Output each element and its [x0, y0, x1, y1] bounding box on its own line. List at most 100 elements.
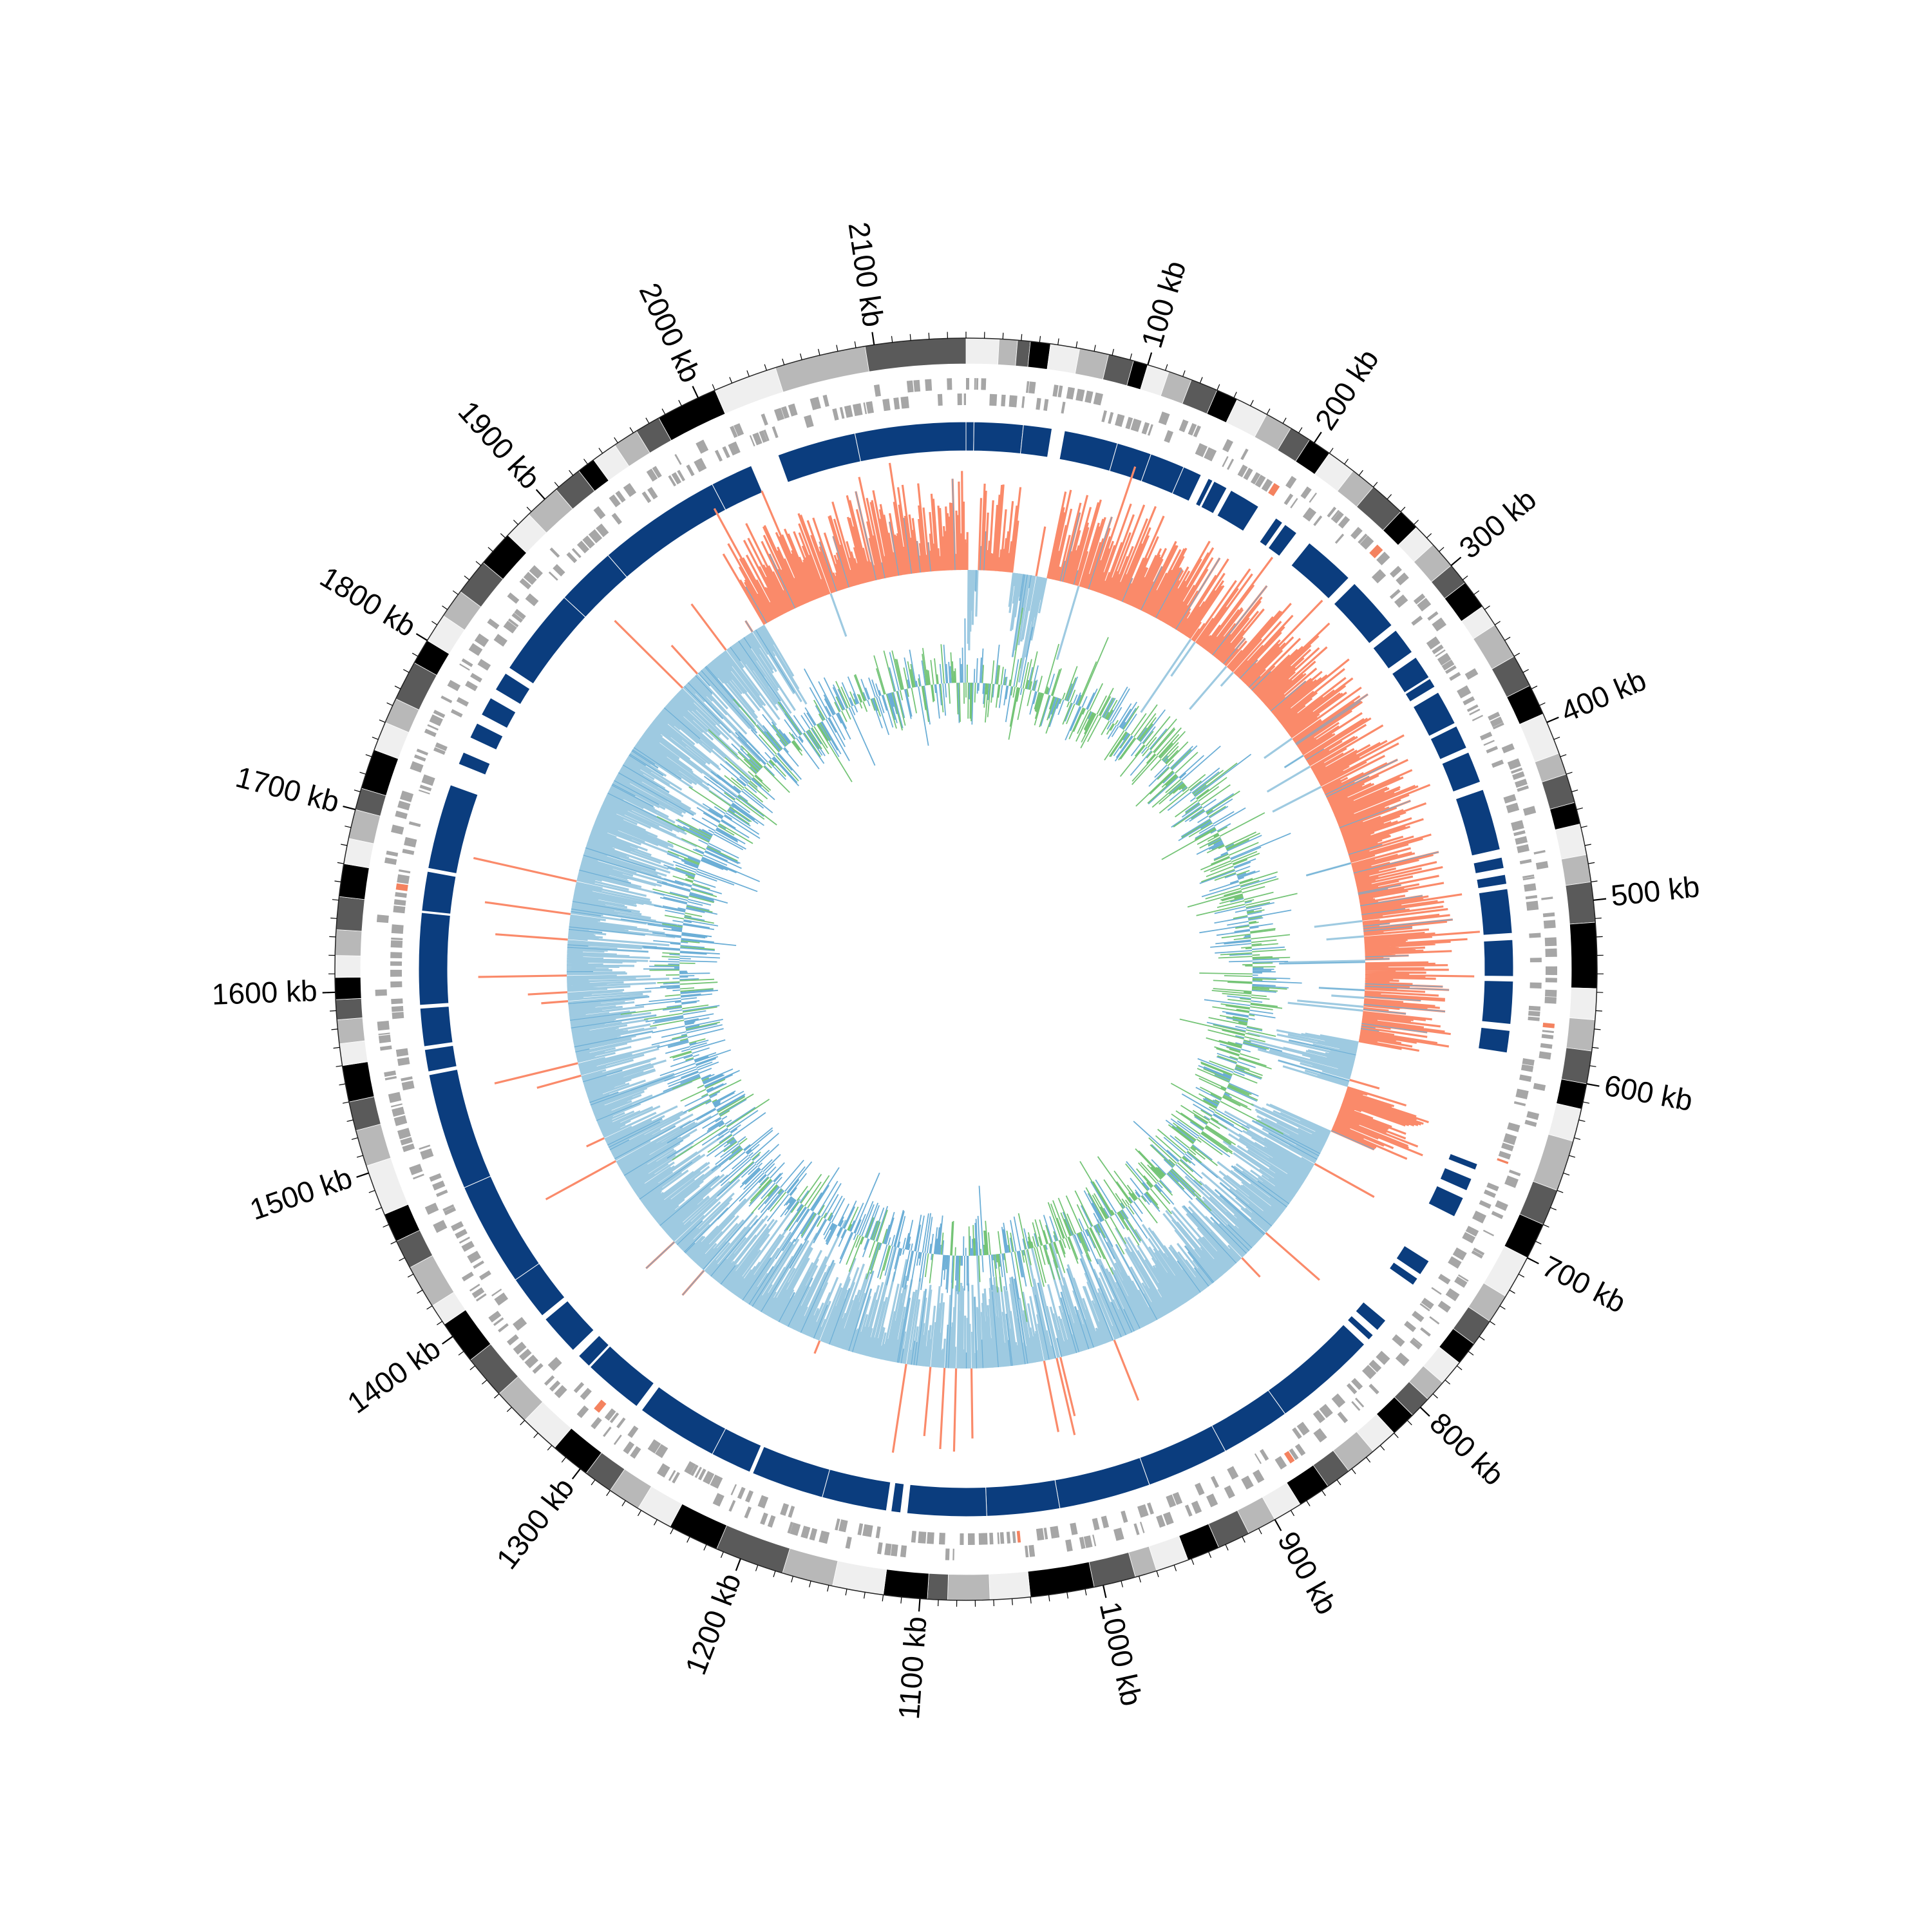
axis-tick-label: 600 kb: [1602, 1068, 1695, 1117]
gene-feature: [391, 998, 403, 1005]
major-tick: [735, 1558, 741, 1571]
gene-feature: [399, 790, 414, 802]
gene-feature: [391, 937, 403, 940]
gene-feature: [1488, 712, 1501, 721]
synteny-block: [1478, 888, 1513, 936]
gene-feature: [891, 1544, 898, 1557]
gene-feature: [395, 892, 407, 898]
gene-feature: [773, 408, 784, 421]
gene-feature: [1070, 1522, 1078, 1535]
gene-feature: [819, 1530, 830, 1544]
gene-feature: [1479, 1200, 1492, 1209]
gene-feature: [393, 899, 406, 906]
gene-feature: [487, 618, 500, 630]
gene-feature: [1530, 982, 1542, 989]
gene-feature: [427, 724, 439, 731]
gene-feature: [549, 547, 560, 558]
synteny-block: [1396, 1245, 1430, 1275]
gene-feature: [461, 1271, 474, 1282]
contig-segment: [334, 929, 363, 956]
synteny-block: [1217, 489, 1260, 532]
gene-feature: [913, 379, 921, 392]
gene-feature: [524, 1354, 539, 1368]
gene-feature: [1283, 493, 1294, 506]
gene-feature: [1222, 439, 1233, 453]
contig-segment: [339, 1040, 368, 1066]
gene-feature: [862, 1524, 873, 1537]
gene-feature: [419, 1144, 431, 1150]
synteny-block: [1388, 1262, 1418, 1286]
gene-feature: [737, 1486, 746, 1499]
gene-feature: [1079, 1537, 1086, 1549]
contig-segment: [355, 1123, 392, 1167]
gene-feature: [696, 439, 709, 454]
gene-feature: [1025, 381, 1030, 393]
synteny-block: [1473, 857, 1504, 875]
gene-feature: [1524, 1119, 1537, 1127]
gene-feature: [978, 1533, 988, 1545]
gene-feature: [1545, 948, 1557, 958]
gene-feature: [390, 969, 402, 977]
gene-feature: [1517, 785, 1529, 792]
gene-feature: [435, 742, 448, 752]
gene-feature: [1421, 1298, 1434, 1310]
gene-feature: [616, 1417, 626, 1428]
gene-feature: [730, 426, 738, 438]
gene-feature: [1486, 1182, 1499, 1191]
gene-feature: [677, 469, 686, 482]
gene-feature: [1028, 1544, 1036, 1557]
contig-segment: [965, 337, 999, 365]
gene-feature: [1541, 896, 1553, 900]
contig-segment: [775, 346, 870, 393]
gene-feature: [1025, 1545, 1029, 1558]
gene-feature: [456, 697, 469, 707]
gene-feature: [1465, 1226, 1479, 1237]
gene-feature: [1462, 1232, 1476, 1244]
gene-feature: [1529, 933, 1541, 938]
gene-feature: [1463, 696, 1475, 706]
gene-feature: [419, 784, 432, 791]
gene-feature: [1413, 593, 1426, 605]
gene-feature: [1429, 1316, 1440, 1325]
gene-feature: [498, 1323, 509, 1332]
gene-feature: [684, 1461, 696, 1475]
gene-feature: [1495, 1200, 1508, 1211]
gene-feature: [1139, 1521, 1145, 1533]
major-tick: [442, 1336, 453, 1345]
gene-feature: [447, 679, 461, 692]
gene-feature: [759, 430, 768, 443]
gene-feature: [1520, 1064, 1534, 1072]
gene-feature: [424, 728, 437, 737]
contig-segment: [334, 955, 361, 978]
gene-feature: [433, 710, 446, 718]
gene-feature: [623, 1441, 635, 1454]
gene-feature: [553, 564, 565, 577]
gene-feature: [694, 1466, 703, 1479]
synteny-block: [1441, 752, 1481, 793]
gene-feature: [744, 1506, 752, 1519]
gene-feature: [1539, 1051, 1551, 1060]
gene-feature: [1331, 1393, 1346, 1408]
gene-feature: [882, 399, 891, 412]
synteny-block: [1412, 692, 1455, 737]
gene-feature: [722, 446, 730, 459]
gene-feature: [436, 1189, 448, 1197]
gene-feature: [1528, 1005, 1541, 1011]
major-tick: [918, 1598, 921, 1612]
major-tick: [1103, 1585, 1107, 1598]
major-tick: [1274, 1519, 1282, 1531]
gene-feature: [710, 1474, 723, 1489]
synteny-block: [421, 871, 457, 914]
gene-feature: [1164, 430, 1174, 443]
gene-feature: [655, 1444, 668, 1459]
gene-feature: [772, 426, 779, 439]
gene-feature: [418, 790, 430, 795]
gene-feature: [1052, 384, 1059, 397]
gene-feature: [1517, 844, 1530, 853]
gene-feature: [757, 1495, 769, 1509]
gene-feature: [432, 1180, 446, 1191]
gene-feature: [734, 423, 744, 437]
contig-segment: [366, 1157, 409, 1215]
gene-feature: [630, 1446, 641, 1459]
gene-feature: [952, 1548, 954, 1560]
